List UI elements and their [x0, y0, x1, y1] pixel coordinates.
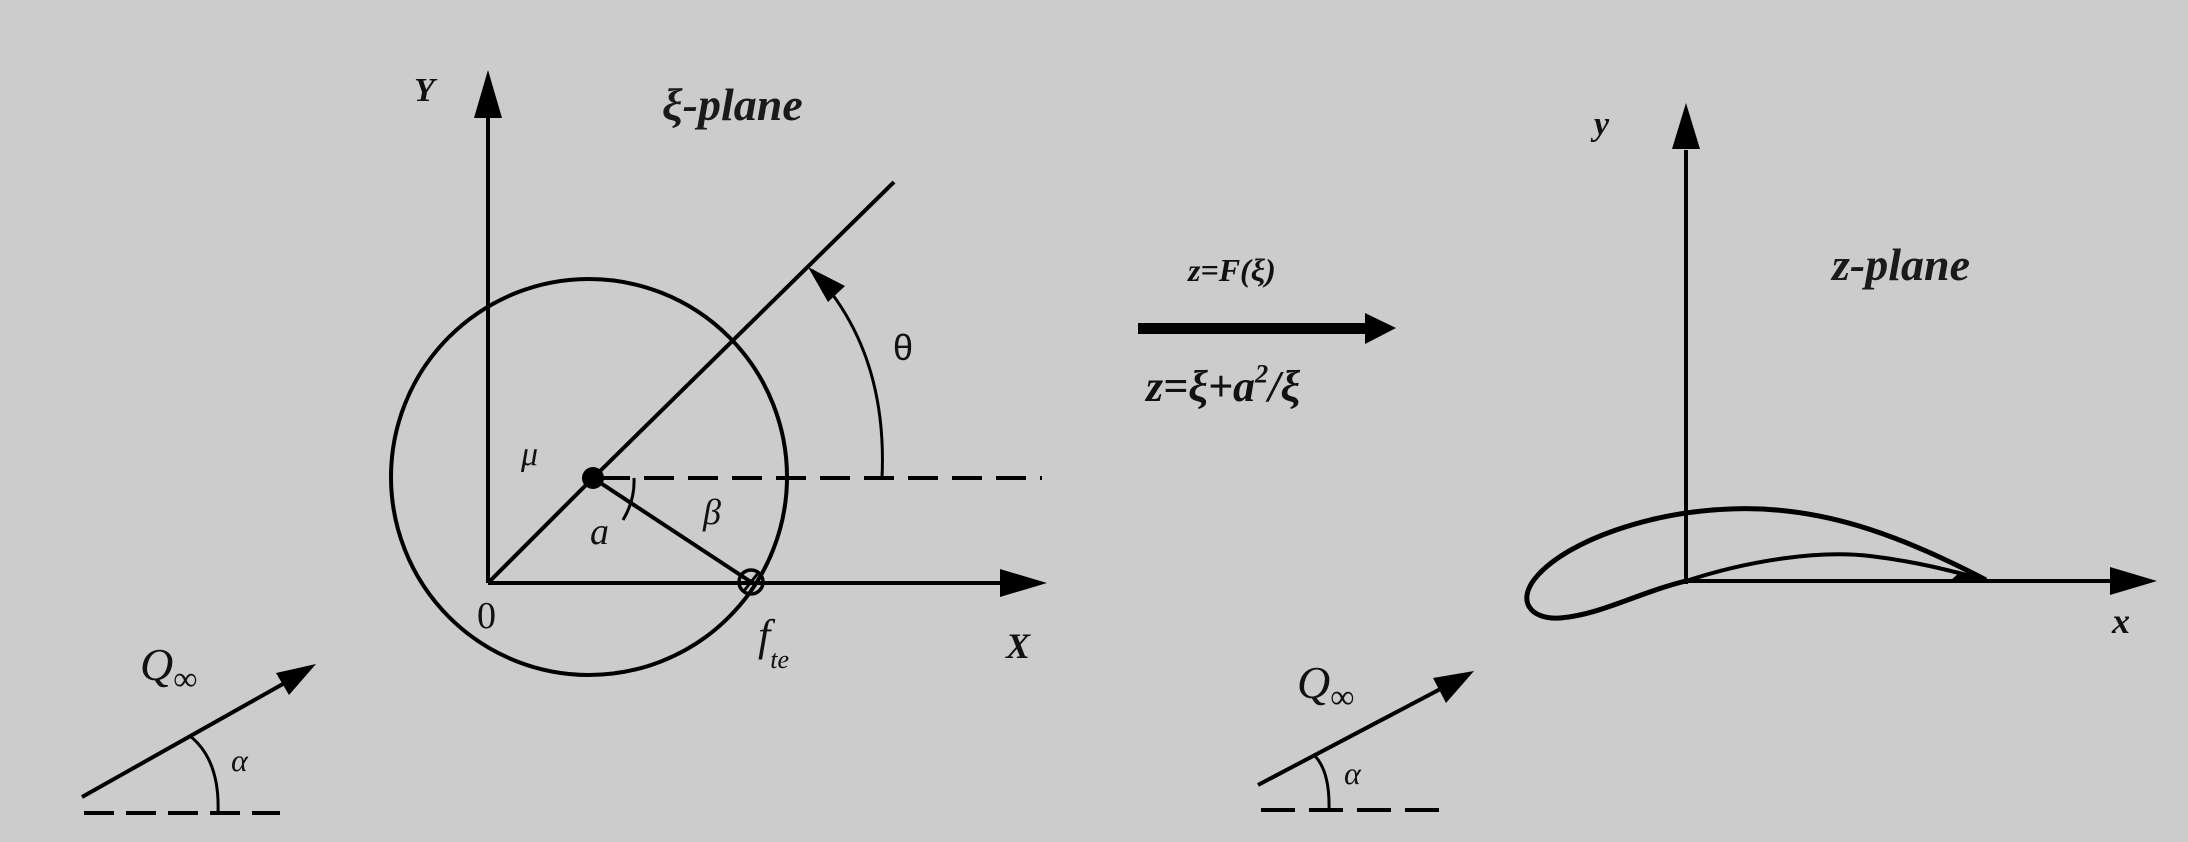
freestream-left-label: Q∞	[140, 639, 197, 697]
xi-plane-group	[389, 70, 1047, 677]
center-label: μ	[521, 436, 539, 473]
freestream-right-label: Q∞	[1297, 657, 1354, 715]
joukowski-suffix: /ξ	[1268, 362, 1301, 411]
joukowski-prefix: z=ξ+a	[1146, 362, 1256, 411]
z-plane-title: z-plane	[1832, 239, 1970, 290]
z-y-axis-arrowhead-icon	[1672, 103, 1700, 149]
center-point	[582, 467, 604, 489]
mapping-joukowski-formula: z=ξ+a2/ξ	[1146, 360, 1301, 411]
theta-arc	[810, 268, 884, 479]
mapping-arrow-group	[1138, 313, 1396, 344]
z-plane-group	[1524, 103, 2157, 621]
z-x-axis-label: x	[2112, 601, 2130, 641]
freestream-left-q: Q	[140, 639, 174, 690]
z-x-axis-arrowhead-icon	[2110, 567, 2157, 595]
xi-y-axis-label: Y	[414, 72, 435, 109]
trailing-edge-subscript: te	[770, 645, 789, 674]
radius-line	[591, 476, 753, 584]
theta-label: θ	[893, 327, 914, 368]
xi-x-axis-label: X	[1006, 626, 1031, 666]
mapping-arrowhead-icon	[1365, 313, 1396, 344]
alpha-left-arc	[189, 734, 220, 814]
alpha-right-arc	[1313, 754, 1331, 811]
trailing-edge-marker-cross	[741, 571, 761, 593]
airfoil-trailing-edge	[1950, 572, 1992, 581]
alpha-left-label: α	[231, 742, 248, 778]
airfoil-outer-contour	[1524, 506, 1988, 621]
origin-label: 0	[477, 595, 496, 637]
airfoil-inner-contour	[1685, 552, 1987, 583]
freestream-right-vector	[1257, 683, 1449, 787]
xi-x-axis-arrowhead-icon	[1000, 569, 1047, 597]
xi-plane-title: ξ-plane	[662, 79, 803, 130]
radius-label: a	[590, 511, 609, 553]
trailing-edge-symbol: f	[758, 611, 771, 660]
theta-arrowhead-icon	[808, 267, 845, 302]
trailing-edge-label: fte	[758, 611, 789, 673]
trailing-edge-marker-icon	[737, 568, 765, 596]
alpha-right-label: α	[1344, 755, 1361, 791]
z-y-axis-label: y	[1594, 106, 1610, 143]
beta-arc	[621, 477, 636, 521]
freestream-left-infinity: ∞	[173, 661, 198, 698]
mapping-arrow-shaft	[1138, 323, 1370, 334]
freestream-right-group	[1257, 671, 1474, 812]
xi-y-axis-arrowhead-icon	[474, 70, 502, 118]
freestream-right-infinity: ∞	[1330, 679, 1355, 716]
joukowski-exponent: 2	[1255, 358, 1269, 389]
freestream-left-arrowhead-icon	[276, 664, 316, 695]
theta-radial-line	[591, 180, 896, 480]
beta-label: β	[703, 492, 721, 532]
mapping-general-formula: z=F(ξ)	[1188, 252, 1276, 288]
freestream-right-arrowhead-icon	[1433, 671, 1474, 703]
freestream-right-q: Q	[1297, 657, 1331, 708]
freestream-left-group	[81, 664, 316, 815]
origin-to-center-line	[486, 476, 595, 585]
freestream-left-vector	[81, 678, 291, 799]
